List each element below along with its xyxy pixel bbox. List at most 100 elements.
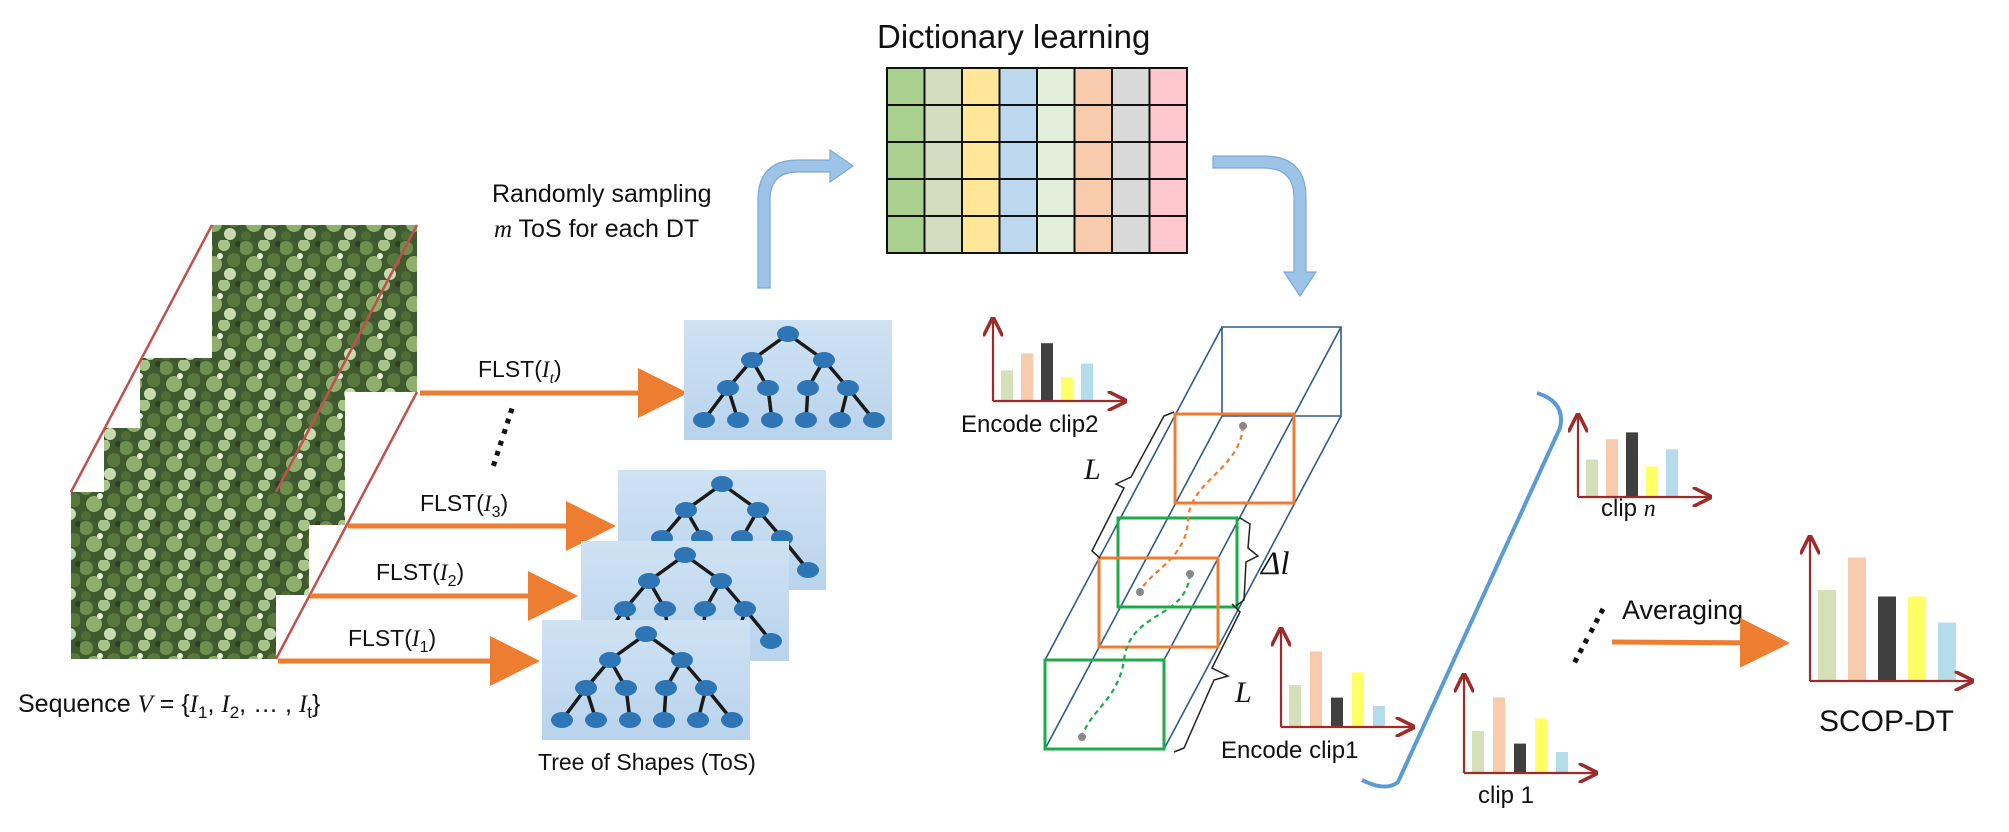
tree-node [760, 633, 782, 649]
dictionary-cell [923, 67, 963, 106]
clip-box-green-lower [1043, 658, 1166, 751]
tree-node [654, 601, 676, 617]
delta-l-label: Δl [1259, 546, 1290, 582]
dictionary-cell [886, 67, 926, 106]
tree-node [615, 680, 637, 696]
averaging-arrow [1611, 617, 1790, 668]
histogram-bar [1818, 590, 1836, 681]
histogram-clip-n [1578, 415, 1710, 497]
trajectory-green [1080, 573, 1192, 738]
tree-node [674, 547, 696, 563]
tos-panels [542, 320, 892, 740]
dictionary-cell [998, 141, 1038, 180]
clip-ellipsis: …… [1549, 593, 1614, 671]
histogram-bar [1061, 377, 1073, 401]
clip-1-label: clip 1 [1478, 782, 1534, 809]
L-label-upper: L [1083, 453, 1101, 486]
tos-panel [684, 320, 892, 440]
vertical-ellipsis: …… [466, 396, 523, 472]
dictionary-cell [1073, 104, 1113, 143]
frame-stack [69, 224, 419, 660]
dictionary-cell [886, 215, 926, 254]
tree-node [795, 412, 817, 428]
dictionary-cell [1148, 178, 1188, 217]
tree-node [619, 712, 641, 728]
histogram-bar [1646, 466, 1658, 497]
histogram-clip2 [993, 319, 1125, 401]
tree-node [653, 712, 675, 728]
tree-node [575, 680, 597, 696]
dictionary-cell [1111, 215, 1151, 254]
brace-delta-l [1235, 517, 1260, 607]
histogram-bar [1001, 370, 1013, 401]
tree-node [599, 652, 621, 668]
dictionary-cell [1148, 67, 1188, 106]
histogram-bar [1310, 651, 1322, 727]
dictionary-cell [1036, 67, 1076, 106]
sequence-label: Sequence V = {I1, I2, … , It} [18, 690, 320, 722]
histogram-bar [1514, 743, 1526, 773]
trajectory-point [1078, 733, 1086, 741]
tree-node [694, 601, 716, 617]
video-frame [71, 492, 276, 659]
tree-node [829, 412, 851, 428]
tree-node [614, 601, 636, 617]
tree-node [710, 573, 732, 589]
clip-n-label: clip n [1601, 495, 1656, 522]
tree-node [813, 352, 835, 368]
flst-label-t: FLST(It) [478, 356, 562, 387]
dictionary-cell [1111, 178, 1151, 217]
tree-node [837, 380, 859, 396]
dictionary-cell [1111, 67, 1151, 106]
histogram-bar [1586, 459, 1598, 497]
flst-arrows [278, 368, 688, 686]
tree-node [747, 502, 769, 518]
encode-clip2-label: Encode clip2 [961, 411, 1098, 438]
histogram-clip1 [1464, 675, 1596, 773]
dictionary-title: Dictionary learning [877, 18, 1150, 55]
dictionary-cell [923, 178, 963, 217]
dictionary-cell [1036, 104, 1076, 143]
dictionary-cell [1148, 104, 1188, 143]
tree-node [727, 412, 749, 428]
tree-node [638, 573, 660, 589]
histogram-bar [1352, 672, 1364, 727]
dictionary-cell [923, 104, 963, 143]
tree-node [757, 380, 779, 396]
tree-node [717, 380, 739, 396]
sampling-label-line1: Randomly sampling [492, 180, 712, 208]
dictionary-cell [886, 141, 926, 180]
tree-node [797, 380, 819, 396]
histogram-bar [1041, 343, 1053, 401]
tos-panel [542, 620, 750, 740]
averaging-label: Averaging [1622, 595, 1743, 625]
clip-box-orange-upper [1173, 412, 1296, 505]
histogram-bar [1606, 439, 1618, 497]
trajectory-point [1239, 422, 1247, 430]
tree-node [797, 562, 819, 578]
tree-node [721, 712, 743, 728]
dictionary-cell [923, 141, 963, 180]
dictionary-cell [998, 67, 1038, 106]
dictionary-cell [998, 178, 1038, 217]
dictionary-grid [886, 67, 1188, 254]
tree-node [687, 712, 709, 728]
flst-label-3: FLST(I3) [420, 490, 508, 521]
tree-node [671, 652, 693, 668]
histogram-bar [1021, 353, 1033, 401]
dictionary-cell [1073, 67, 1113, 106]
histogram-bar [1878, 596, 1896, 681]
dictionary-cell [1111, 141, 1151, 180]
tree-node [761, 412, 783, 428]
dictionary-cell [1073, 141, 1113, 180]
histogram-bar [1908, 596, 1926, 681]
tree-node [635, 626, 657, 642]
tree-node [734, 601, 756, 617]
tree-node [711, 476, 733, 492]
trajectory-orange [1138, 425, 1245, 593]
histogram-bar [1556, 752, 1568, 773]
histogram-bar [1472, 731, 1484, 773]
scop-dt-label: SCOP-DT [1819, 705, 1954, 738]
frame-edge-line [274, 224, 419, 493]
